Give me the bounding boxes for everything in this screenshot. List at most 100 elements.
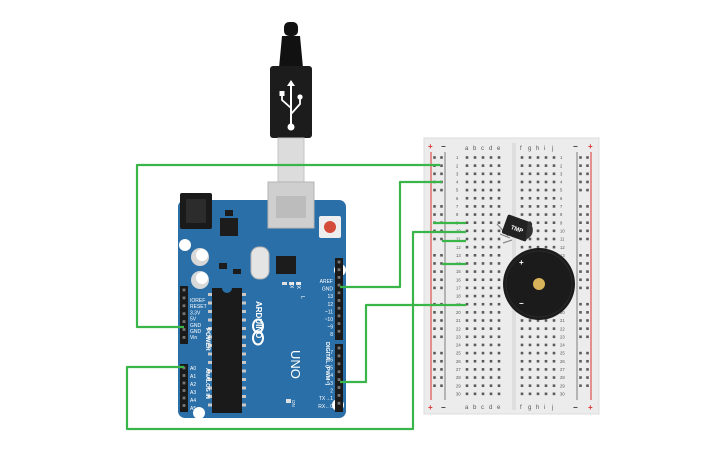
bb-hole[interactable] [497, 351, 501, 355]
rail-hole[interactable] [440, 270, 443, 273]
bb-hole[interactable] [497, 237, 501, 241]
bb-hole[interactable] [497, 196, 501, 200]
bb-hole[interactable] [497, 205, 501, 208]
bb-hole[interactable] [473, 254, 477, 257]
bb-hole[interactable] [497, 384, 501, 387]
bb-hole[interactable] [465, 270, 469, 273]
rail-hole[interactable] [579, 213, 582, 216]
bb-hole[interactable] [544, 205, 548, 208]
bb-hole[interactable] [544, 351, 548, 355]
bb-hole[interactable] [481, 359, 485, 363]
bb-hole[interactable] [552, 196, 556, 200]
rail-hole[interactable] [440, 351, 443, 355]
bb-hole[interactable] [544, 376, 548, 379]
bb-hole[interactable] [520, 180, 524, 184]
header-pin[interactable] [337, 370, 341, 374]
bb-hole[interactable] [473, 311, 477, 314]
bb-hole[interactable] [481, 351, 485, 355]
bb-hole[interactable] [489, 384, 493, 387]
bb-hole[interactable] [473, 359, 477, 363]
bb-hole[interactable] [520, 351, 524, 355]
bb-hole[interactable] [473, 188, 477, 192]
bb-hole[interactable] [465, 351, 469, 355]
bb-hole[interactable] [528, 368, 532, 371]
bb-hole[interactable] [528, 351, 532, 355]
header-pin[interactable] [337, 306, 341, 310]
header-pin[interactable] [337, 346, 341, 350]
header-pin[interactable] [182, 381, 186, 385]
bb-hole[interactable] [481, 172, 485, 176]
bb-hole[interactable] [473, 343, 477, 347]
rail-hole[interactable] [433, 156, 436, 159]
rail-hole[interactable] [433, 376, 436, 379]
bb-hole[interactable] [497, 172, 501, 176]
bb-hole[interactable] [528, 172, 532, 176]
rail-hole[interactable] [579, 164, 582, 167]
rail-hole[interactable] [586, 319, 589, 322]
bb-hole[interactable] [552, 245, 556, 249]
bb-hole[interactable] [544, 245, 548, 249]
bb-hole[interactable] [481, 311, 485, 314]
bb-hole[interactable] [544, 172, 548, 176]
rail-hole[interactable] [586, 335, 589, 339]
bb-hole[interactable] [489, 359, 493, 363]
bb-hole[interactable] [481, 286, 485, 290]
bb-hole[interactable] [544, 343, 548, 347]
bb-hole[interactable] [536, 384, 540, 387]
rail-hole[interactable] [579, 205, 582, 208]
bb-hole[interactable] [552, 376, 556, 379]
bb-hole[interactable] [497, 376, 501, 379]
bb-hole[interactable] [489, 180, 493, 184]
bb-hole[interactable] [497, 368, 501, 371]
bb-hole[interactable] [497, 359, 501, 363]
bb-hole[interactable] [473, 156, 477, 159]
bb-hole[interactable] [473, 229, 477, 233]
rail-hole[interactable] [586, 205, 589, 208]
rail-hole[interactable] [433, 368, 436, 371]
rail-hole[interactable] [586, 156, 589, 159]
bb-hole[interactable] [473, 221, 477, 224]
bb-hole[interactable] [465, 392, 469, 396]
bb-hole[interactable] [481, 278, 485, 282]
bb-hole[interactable] [497, 335, 501, 339]
bb-hole[interactable] [481, 213, 485, 216]
rail-hole[interactable] [440, 172, 443, 176]
bb-hole[interactable] [520, 368, 524, 371]
bb-hole[interactable] [465, 221, 469, 224]
bb-hole[interactable] [465, 286, 469, 290]
rail-hole[interactable] [440, 262, 443, 265]
bb-hole[interactable] [552, 221, 556, 224]
bb-hole[interactable] [473, 376, 477, 379]
bb-hole[interactable] [497, 311, 501, 314]
rail-hole[interactable] [433, 327, 436, 330]
bb-hole[interactable] [481, 343, 485, 347]
bb-hole[interactable] [489, 327, 493, 330]
bb-hole[interactable] [481, 229, 485, 233]
bb-hole[interactable] [528, 213, 532, 216]
rail-hole[interactable] [440, 368, 443, 371]
header-pin[interactable] [337, 386, 341, 389]
bb-hole[interactable] [489, 311, 493, 314]
header-pin[interactable] [182, 328, 186, 331]
rail-hole[interactable] [433, 172, 436, 176]
bb-hole[interactable] [552, 335, 556, 339]
header-pin[interactable] [182, 320, 186, 323]
rail-hole[interactable] [433, 213, 436, 216]
header-pin[interactable] [337, 299, 341, 302]
bb-hole[interactable] [520, 164, 524, 167]
bb-hole[interactable] [520, 376, 524, 379]
bb-hole[interactable] [489, 196, 493, 200]
bb-hole[interactable] [465, 156, 469, 159]
rail-hole[interactable] [433, 254, 436, 257]
bb-hole[interactable] [497, 188, 501, 192]
bb-hole[interactable] [528, 335, 532, 339]
bb-hole[interactable] [552, 213, 556, 216]
bb-hole[interactable] [489, 319, 493, 322]
bb-hole[interactable] [520, 213, 524, 216]
bb-hole[interactable] [536, 319, 540, 322]
bb-hole[interactable] [481, 384, 485, 387]
bb-hole[interactable] [473, 213, 477, 216]
rail-hole[interactable] [586, 164, 589, 167]
rail-hole[interactable] [440, 205, 443, 208]
bb-hole[interactable] [481, 376, 485, 379]
